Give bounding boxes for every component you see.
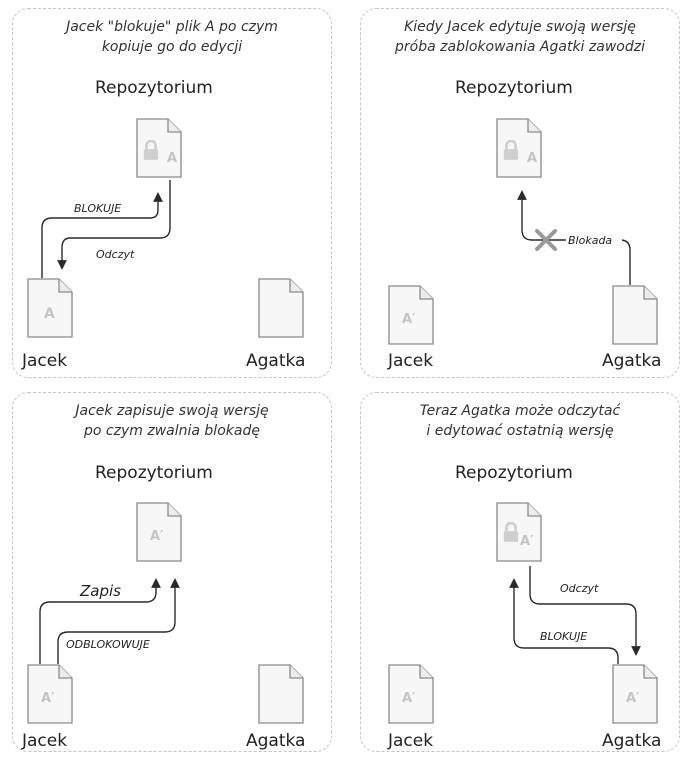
panel-3-agatka-doc xyxy=(258,664,304,724)
panel-3-title-line-1: Jacek zapisuje swoją wersję xyxy=(75,403,269,419)
panel-3-unlock-arrow xyxy=(57,578,180,664)
panel-1-arrow-down-label: Odczyt xyxy=(96,248,135,261)
panel-3-repo-label: Repozytorium xyxy=(95,463,213,483)
panel-3-jacek-doc: A′ xyxy=(27,664,73,724)
panel-2-jacek-doc-letter: A′ xyxy=(402,312,416,327)
panel-4-left-user: Jacek xyxy=(387,731,433,751)
panel-1-title-line-1: Jacek "blokuje" plik A po czym xyxy=(66,19,278,35)
panel-1-jacek-doc: A xyxy=(27,278,73,338)
panel-2-left-user: Jacek xyxy=(387,351,433,371)
panel-4-title-line-2: i edytować ostatnią wersję xyxy=(426,423,614,439)
panel-2-jacek-doc: A′ xyxy=(388,285,434,345)
panel-2-title-line-2: próba zablokowania Agatki zawodzi xyxy=(395,39,645,55)
panel-4-right-user: Agatka xyxy=(602,731,661,751)
cross-icon xyxy=(535,229,557,251)
panel-2-repo-doc-letter: A xyxy=(527,151,537,166)
panel-4-read-label: Odczyt xyxy=(560,582,599,595)
panel-4-lock-arrow xyxy=(509,578,619,664)
panel-3-title-line-2: po czym zwalnia blokadę xyxy=(84,423,260,439)
panel-4-repo-label: Repozytorium xyxy=(455,463,573,483)
panel-2-right-user: Agatka xyxy=(602,351,661,371)
panel-1-arrow-up-label: BLOKUJE xyxy=(74,202,121,215)
panel-4-read-arrow xyxy=(529,566,641,656)
panel-lock-fails xyxy=(360,8,680,378)
panel-1-agatka-doc xyxy=(258,278,304,338)
panel-1-jacek-doc-letter: A xyxy=(44,306,55,322)
panel-4-jacek-doc-letter: A′ xyxy=(402,691,416,706)
panel-3-right-user: Agatka xyxy=(246,731,305,751)
panel-4-agatka-doc: A′ xyxy=(612,664,658,724)
panel-1-read-arrow xyxy=(57,180,171,270)
panel-2-title-line-1: Kiedy Jacek edytuje swoją wersję xyxy=(404,19,636,35)
panel-1-repo-doc: A xyxy=(136,118,182,178)
panel-3-save-arrow xyxy=(39,578,161,664)
panel-3-repo-doc: A′ xyxy=(136,502,182,562)
panel-3-save-label: Zapis xyxy=(79,582,121,600)
panel-2-repo-label: Repozytorium xyxy=(455,78,573,98)
panel-agatka-reads xyxy=(360,392,680,752)
panel-1-left-user: Jacek xyxy=(21,351,67,371)
panel-3-unlock-label: ODBLOKOWUJE xyxy=(66,638,150,651)
panel-2-lock-label: Blokada xyxy=(568,234,612,247)
panel-1-lock-arrow xyxy=(41,192,163,278)
panel-lock-and-copy xyxy=(12,8,332,378)
panel-4-title-line-1: Teraz Agatka może odczytać xyxy=(419,403,621,419)
panel-1-right-user: Agatka xyxy=(246,351,305,371)
panel-save-and-unlock xyxy=(12,392,332,752)
panel-4-repo-doc-letter: A′ xyxy=(520,534,534,549)
panel-2-repo-doc: A xyxy=(496,118,542,178)
panel-1-repo-doc-letter: A xyxy=(167,151,177,166)
panel-3-jacek-doc-letter: A′ xyxy=(41,691,55,706)
panel-1-title-line-2: kopiuje go do edycji xyxy=(101,39,243,55)
panel-4-agatka-doc-letter: A′ xyxy=(626,691,640,706)
panel-4-lock-label: BLOKUJE xyxy=(540,630,587,643)
panel-4-jacek-doc: A′ xyxy=(388,664,434,724)
panel-3-repo-doc-letter: A′ xyxy=(150,529,164,544)
panel-2-agatka-doc xyxy=(612,285,658,345)
panel-3-left-user: Jacek xyxy=(21,731,67,751)
panel-1-repo-label: Repozytorium xyxy=(95,78,213,98)
panel-4-repo-doc: A′ xyxy=(496,502,542,562)
